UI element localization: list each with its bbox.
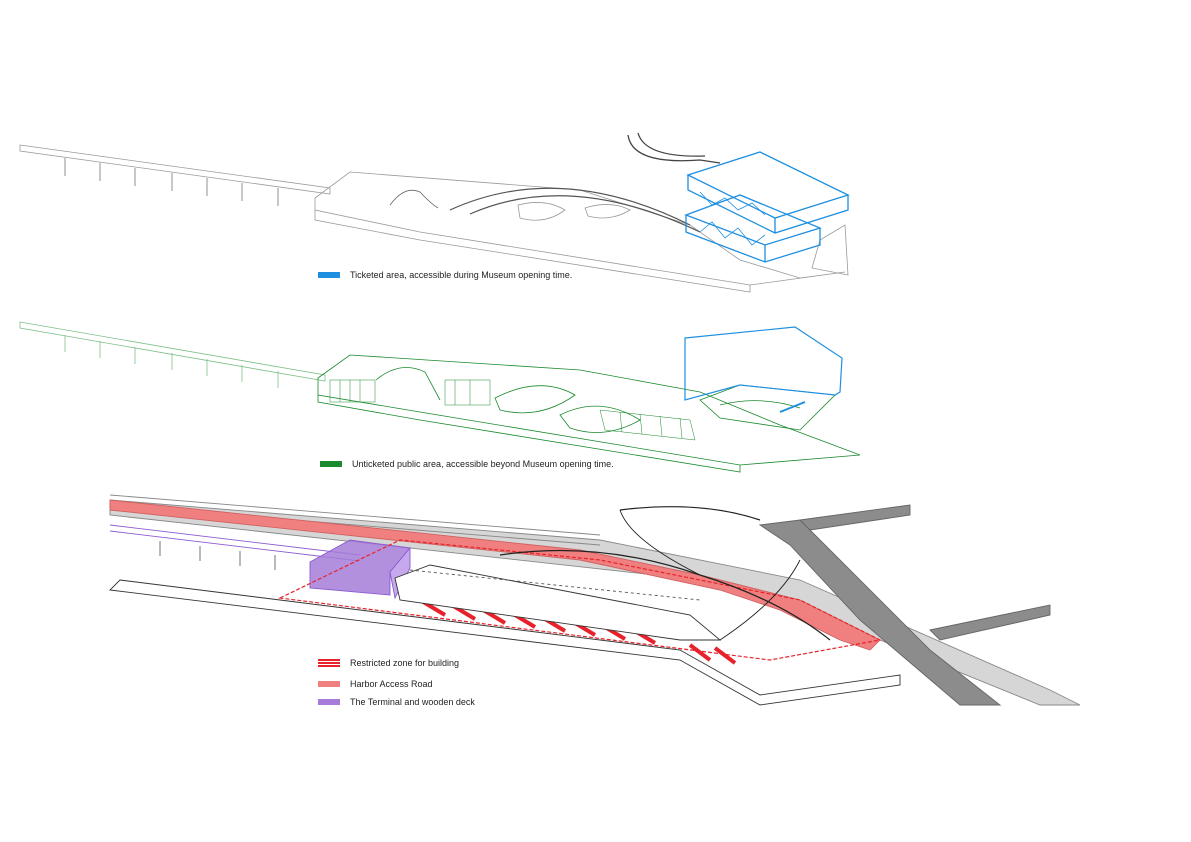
- swatch-red-striped: [318, 659, 340, 667]
- legend-ticketed: Ticketed area, accessible during Museum …: [318, 270, 572, 280]
- diagram-restricted: [109, 494, 1081, 706]
- legend-restricted: Restricted zone for building: [318, 658, 459, 668]
- legend-terminal-label: The Terminal and wooden deck: [350, 697, 475, 707]
- swatch-purple: [318, 699, 340, 705]
- swatch-pink: [318, 681, 340, 687]
- legend-harbor-road-label: Harbor Access Road: [350, 679, 433, 689]
- diagram-unticketed: [19, 321, 861, 473]
- legend-terminal: The Terminal and wooden deck: [318, 697, 475, 707]
- legend-unticketed-label: Unticketed public area, accessible beyon…: [352, 459, 614, 469]
- diagram-ticketed: [19, 132, 850, 293]
- legend-harbor-road: Harbor Access Road: [318, 679, 433, 689]
- swatch-green: [320, 461, 342, 467]
- legend-ticketed-label: Ticketed area, accessible during Museum …: [350, 270, 573, 280]
- legend-unticketed: Unticketed public area, accessible beyon…: [320, 459, 614, 469]
- legend-restricted-label: Restricted zone for building: [350, 658, 460, 668]
- swatch-blue: [318, 272, 340, 278]
